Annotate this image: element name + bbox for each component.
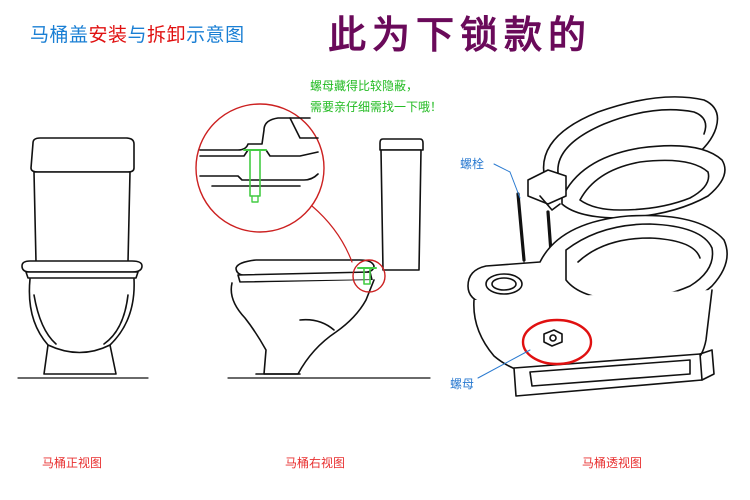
zoom-detail-circle — [195, 103, 325, 233]
title-part-toilet-lid: 马桶盖 — [30, 24, 89, 46]
bolt-label: 螺栓 — [460, 157, 485, 171]
title-part-diagram: 示意图 — [186, 24, 245, 46]
front-view-toilet — [21, 137, 143, 375]
nut-label: 螺母 — [450, 377, 475, 391]
nut-leader-line — [477, 349, 531, 379]
diagram-title: 马桶盖安装与拆卸示意图 — [30, 20, 245, 47]
right-view-bolt-circle — [352, 259, 386, 293]
note-line-1: 螺母藏得比较隐蔽， — [310, 79, 419, 93]
nut-hint-note: 螺母藏得比较隐蔽， 需要亲仔细需找一下哦！ — [310, 76, 442, 118]
note-line-2: 需要亲仔细需找一下哦！ — [310, 100, 443, 114]
nut-highlight-circle — [521, 318, 593, 366]
caption-front-view: 马桶正视图 — [42, 456, 103, 470]
caption-perspective-view: 马桶透视图 — [582, 456, 643, 470]
perspective-toilet — [467, 96, 728, 397]
title-part-and: 与 — [127, 24, 148, 46]
title-part-install: 安装 — [88, 24, 128, 46]
title-part-remove: 拆卸 — [147, 24, 187, 46]
right-view-toilet — [230, 138, 424, 375]
caption-right-view: 马桶右视图 — [285, 456, 346, 470]
headline: 此为下锁款的 — [328, 12, 593, 57]
bolt-leader-line — [493, 163, 521, 199]
